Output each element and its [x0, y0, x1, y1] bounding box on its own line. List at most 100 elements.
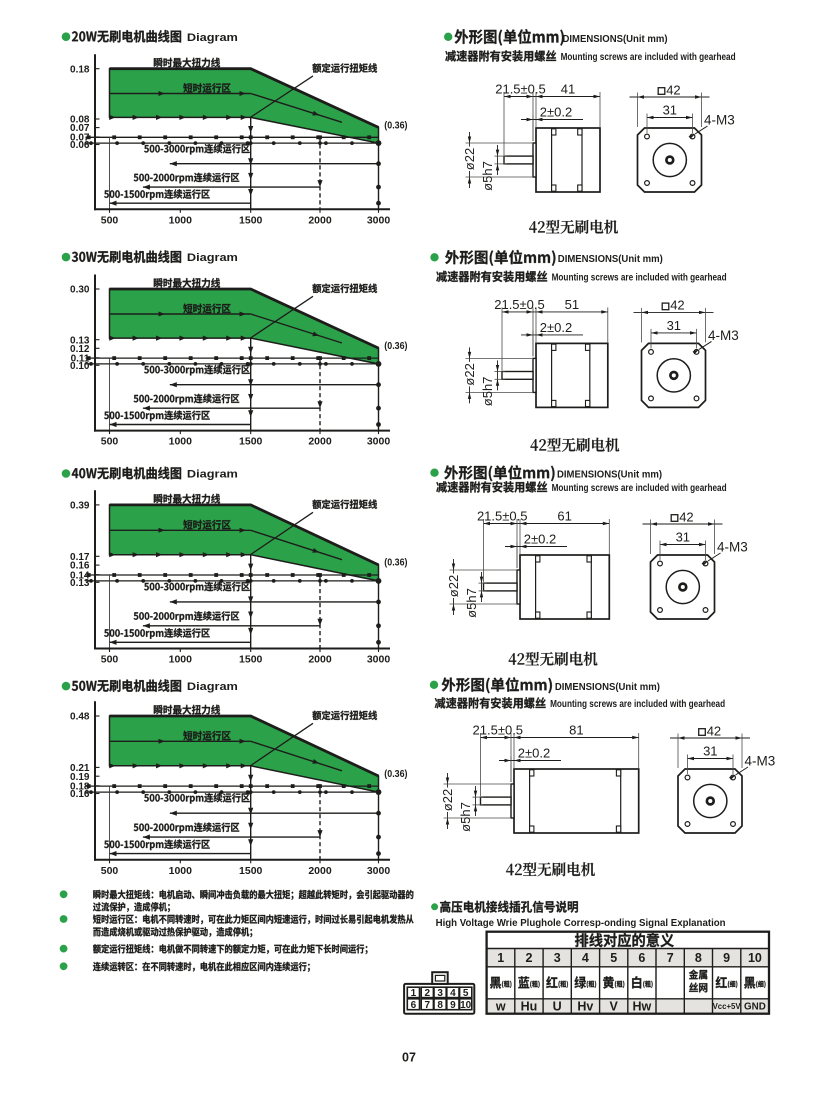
- svg-text:07: 07: [402, 1051, 416, 1065]
- svg-text:ø5h7: ø5h7: [458, 802, 473, 832]
- svg-text:2±0.2: 2±0.2: [540, 105, 572, 120]
- svg-text:5: 5: [463, 988, 469, 999]
- svg-text:2±0.2: 2±0.2: [540, 320, 572, 335]
- svg-text:Diagram: Diagram: [187, 252, 238, 264]
- svg-text:0.10: 0.10: [70, 361, 90, 372]
- svg-text:8: 8: [695, 951, 702, 965]
- svg-text:GND: GND: [744, 1002, 766, 1013]
- svg-text:0.16: 0.16: [70, 789, 90, 800]
- svg-text:81: 81: [569, 723, 583, 738]
- svg-text:0.21: 0.21: [70, 763, 90, 774]
- svg-text:42: 42: [707, 723, 721, 738]
- svg-text:2: 2: [526, 951, 533, 965]
- svg-text:7: 7: [425, 1000, 431, 1011]
- svg-text:DIMENSIONS(Unit mm): DIMENSIONS(Unit mm): [555, 682, 660, 693]
- svg-text:Hw: Hw: [633, 1000, 652, 1014]
- svg-text:0.14: 0.14: [70, 570, 90, 581]
- svg-text:21.5±0.5: 21.5±0.5: [494, 297, 545, 312]
- svg-text:High Voltage Wrie Plughole Cor: High Voltage Wrie Plughole Corresp-ondin…: [436, 918, 726, 929]
- svg-text:2000: 2000: [308, 865, 332, 877]
- svg-text:1000: 1000: [169, 436, 193, 448]
- svg-text:w: w: [495, 1000, 506, 1014]
- svg-text:6: 6: [411, 1000, 417, 1011]
- svg-text:2±0.2: 2±0.2: [524, 532, 556, 547]
- svg-text:0.13: 0.13: [70, 335, 90, 346]
- svg-text:42: 42: [666, 82, 680, 97]
- svg-text:Mounting screws are included w: Mounting screws are included with gearhe…: [561, 51, 736, 63]
- svg-text:31: 31: [663, 103, 677, 118]
- svg-text:0.07: 0.07: [70, 133, 90, 144]
- svg-text:0.17: 0.17: [70, 552, 90, 563]
- svg-text:1000: 1000: [169, 654, 193, 666]
- svg-text:Diagram: Diagram: [187, 469, 238, 481]
- svg-text:ø22: ø22: [462, 363, 477, 385]
- svg-text:21.5±0.5: 21.5±0.5: [477, 509, 528, 524]
- svg-text:1000: 1000: [169, 865, 193, 877]
- svg-text:Diagram: Diagram: [187, 681, 238, 693]
- svg-text:61: 61: [557, 509, 571, 524]
- svg-text:1500: 1500: [239, 865, 263, 877]
- svg-text:3000: 3000: [367, 865, 391, 877]
- svg-text:1500: 1500: [239, 214, 263, 226]
- svg-text:3: 3: [554, 951, 561, 965]
- svg-text:10: 10: [748, 951, 762, 965]
- svg-text:3000: 3000: [367, 654, 391, 666]
- svg-text:500: 500: [101, 865, 119, 877]
- svg-text:51: 51: [565, 297, 579, 312]
- svg-text:Vcc+5V: Vcc+5V: [713, 1002, 742, 1011]
- svg-text:0.39: 0.39: [70, 501, 90, 512]
- svg-text:Hv: Hv: [577, 1000, 593, 1014]
- svg-text:Mounting screws are included w: Mounting screws are included with gearhe…: [552, 482, 727, 494]
- svg-text:21.5±0.5: 21.5±0.5: [473, 723, 524, 738]
- svg-text:Mounting screws are included w: Mounting screws are included with gearhe…: [550, 698, 725, 710]
- svg-text:0.30: 0.30: [70, 285, 90, 296]
- svg-text:(0.36): (0.36): [384, 558, 407, 569]
- svg-text:10: 10: [460, 1000, 472, 1011]
- svg-text:Hu: Hu: [521, 1000, 538, 1014]
- svg-text:42: 42: [670, 298, 684, 313]
- svg-text:4-M3: 4-M3: [708, 328, 739, 343]
- svg-text:8: 8: [437, 1000, 443, 1011]
- svg-text:9: 9: [723, 951, 730, 965]
- svg-text:1000: 1000: [169, 214, 193, 226]
- svg-text:U: U: [553, 1000, 562, 1014]
- svg-text:21.5±0.5: 21.5±0.5: [495, 82, 546, 97]
- svg-text:4-M3: 4-M3: [717, 540, 748, 555]
- svg-text:0.18: 0.18: [70, 781, 90, 792]
- svg-text:0.12: 0.12: [70, 344, 90, 355]
- svg-text:2000: 2000: [308, 654, 332, 666]
- svg-text:2000: 2000: [308, 436, 332, 448]
- svg-text:Diagram: Diagram: [187, 32, 238, 44]
- svg-text:4: 4: [582, 951, 589, 965]
- svg-text:1: 1: [411, 988, 417, 999]
- svg-text:31: 31: [667, 318, 681, 333]
- svg-text:2000: 2000: [308, 214, 332, 226]
- svg-text:0.16: 0.16: [70, 561, 90, 572]
- svg-text:2±0.2: 2±0.2: [518, 746, 550, 761]
- svg-text:ø5h7: ø5h7: [464, 588, 479, 618]
- svg-text:0.48: 0.48: [70, 712, 90, 723]
- svg-text:4-M3: 4-M3: [745, 754, 776, 769]
- svg-text:2: 2: [425, 988, 431, 999]
- svg-text:ø22: ø22: [446, 575, 461, 597]
- svg-text:500: 500: [101, 436, 119, 448]
- svg-text:3000: 3000: [367, 214, 391, 226]
- svg-text:(0.36): (0.36): [384, 341, 407, 352]
- svg-text:500: 500: [101, 654, 119, 666]
- svg-text:DIMENSIONS(Unit mm): DIMENSIONS(Unit mm): [563, 34, 668, 45]
- svg-text:42: 42: [679, 509, 693, 524]
- svg-text:0.11: 0.11: [71, 353, 90, 364]
- svg-text:ø22: ø22: [462, 148, 477, 170]
- svg-text:V: V: [610, 1000, 619, 1014]
- svg-text:0.13: 0.13: [70, 578, 90, 589]
- svg-text:Mounting screws are included w: Mounting screws are included with gearhe…: [552, 272, 727, 284]
- svg-text:1: 1: [497, 951, 504, 965]
- svg-text:4-M3: 4-M3: [704, 113, 735, 128]
- svg-text:(0.36): (0.36): [384, 120, 407, 131]
- svg-text:0.08: 0.08: [70, 115, 90, 126]
- svg-text:ø5h7: ø5h7: [480, 377, 495, 407]
- svg-text:DIMENSIONS(Unit mm): DIMENSIONS(Unit mm): [557, 470, 662, 481]
- svg-text:0.19: 0.19: [70, 772, 90, 783]
- svg-text:1500: 1500: [239, 436, 263, 448]
- svg-text:ø22: ø22: [440, 789, 455, 811]
